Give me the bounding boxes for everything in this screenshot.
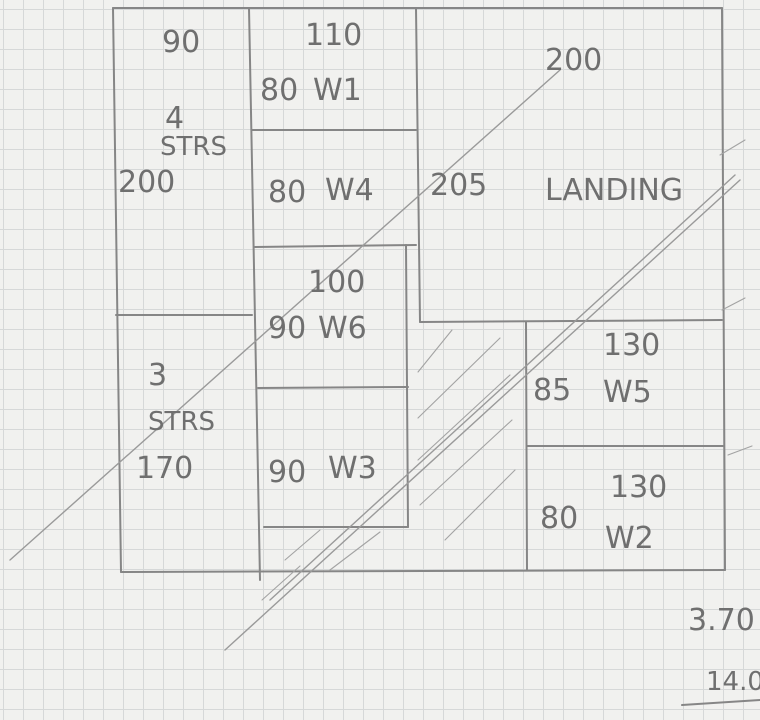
w5-side-dimension: 85 (533, 373, 571, 408)
w6-top-dimension: 100 (308, 265, 365, 300)
w4-side-dimension: 80 (268, 175, 306, 210)
stairs-top-depth: 200 (118, 165, 175, 200)
w1-name: W1 (313, 73, 362, 108)
hatch-marks (261, 139, 753, 601)
interior-walls (115, 7, 724, 581)
outer-walls (112, 7, 726, 573)
w2-name: W2 (605, 521, 654, 556)
stairs-bottom-steps: 3 (148, 358, 167, 393)
w6-name: W6 (318, 311, 367, 346)
landing-depth: 205 (430, 168, 487, 203)
w3-side-dimension: 90 (268, 455, 306, 490)
w6-side-dimension: 90 (268, 311, 306, 346)
stairs-top-steps: 4 (165, 101, 184, 136)
w1-side-dimension: 80 (260, 73, 298, 108)
stairs-bottom-label: STRS (148, 407, 215, 437)
stairs-top-label: STRS (160, 132, 227, 162)
w3-name: W3 (328, 451, 377, 486)
w5-top-dimension: 130 (603, 328, 660, 363)
w1-top-dimension: 110 (305, 18, 362, 53)
w5-name: W5 (603, 375, 652, 410)
stairs-top-width: 90 (162, 25, 200, 60)
stairs-bottom-depth: 170 (136, 451, 193, 486)
w2-top-dimension: 130 (610, 470, 667, 505)
note-underline (681, 699, 760, 706)
w2-side-dimension: 80 (540, 501, 578, 536)
note-dimension-a: 3.70 (688, 603, 755, 638)
w4-name: W4 (325, 173, 374, 208)
diagonal-dimension: 200 (545, 43, 602, 78)
note-dimension-b: 14.0 (706, 667, 760, 697)
landing-name: LANDING (545, 173, 683, 208)
diagonal-lines (9, 69, 741, 651)
